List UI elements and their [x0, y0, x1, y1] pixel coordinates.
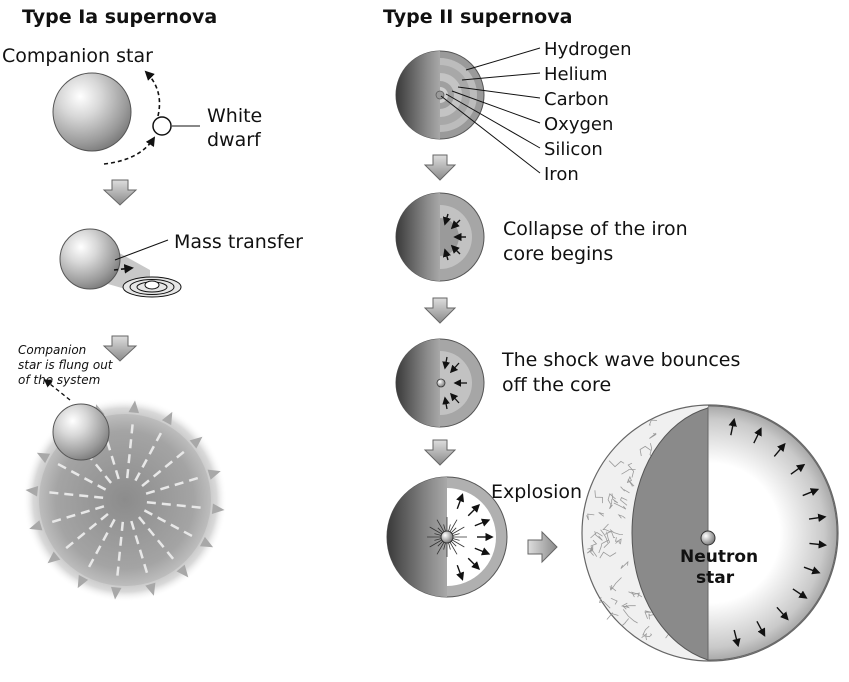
layer-label-silicon: Silicon	[544, 139, 603, 160]
down-arrow-ii-3	[423, 439, 457, 466]
down-arrow-ii-2	[423, 297, 457, 324]
mass-transfer-leader	[114, 239, 169, 261]
collapse-star	[395, 192, 485, 282]
right-arrow-to-remnant	[527, 530, 558, 564]
flung-label-line1: Companion	[18, 343, 86, 357]
orbit-arrow-right	[103, 136, 156, 165]
type-ii-title: Type II supernova	[383, 6, 572, 28]
collapse-label-line1: Collapse of the iron	[503, 218, 688, 240]
mass-transfer-label: Mass transfer	[174, 231, 303, 253]
collapse-label-line2: core begins	[503, 243, 613, 265]
ejected-companion-star	[52, 403, 110, 461]
layer-label-iron: Iron	[544, 164, 579, 185]
shock-label-line1: The shock wave bounces	[501, 349, 740, 371]
mass-transfer-arrow	[113, 264, 134, 274]
flung-label-line3: of the system	[18, 373, 100, 387]
supernova-remnant	[581, 404, 839, 662]
companion-star-label: Companion star	[2, 45, 153, 67]
neutron-star	[700, 530, 716, 546]
neutron-star-label-line2: star	[696, 568, 735, 588]
type-ia-title: Type Ia supernova	[22, 6, 217, 28]
companion-star	[52, 72, 132, 152]
layer-label-helium: Helium	[544, 64, 608, 85]
white-dwarf-label-line2: dwarf	[207, 129, 262, 151]
layer-label-carbon: Carbon	[544, 89, 609, 110]
ejection-arrow	[43, 378, 71, 401]
down-arrow-ia-1	[102, 179, 138, 206]
explosion-label: Explosion	[491, 481, 582, 503]
shock-label-line2: off the core	[502, 374, 611, 396]
layer-label-oxygen: Oxygen	[544, 114, 613, 135]
neutron-star-label-line1: Neutron	[680, 547, 758, 567]
down-arrow-ia-2	[102, 335, 138, 362]
shock-star	[395, 338, 485, 428]
layer-leaders	[440, 47, 541, 174]
exploding-star	[386, 476, 508, 598]
accretion-disk	[122, 276, 182, 298]
white-dwarf	[152, 116, 172, 136]
orbit-arrow-up	[144, 70, 161, 117]
layered-star	[395, 50, 485, 140]
layer-label-hydrogen: Hydrogen	[544, 39, 632, 60]
blast-spikes	[25, 400, 225, 600]
white-dwarf-label-line1: White	[207, 105, 262, 127]
donor-star	[59, 228, 121, 290]
flung-label-line2: star is flung out	[18, 358, 114, 372]
down-arrow-ii-1	[423, 154, 457, 181]
